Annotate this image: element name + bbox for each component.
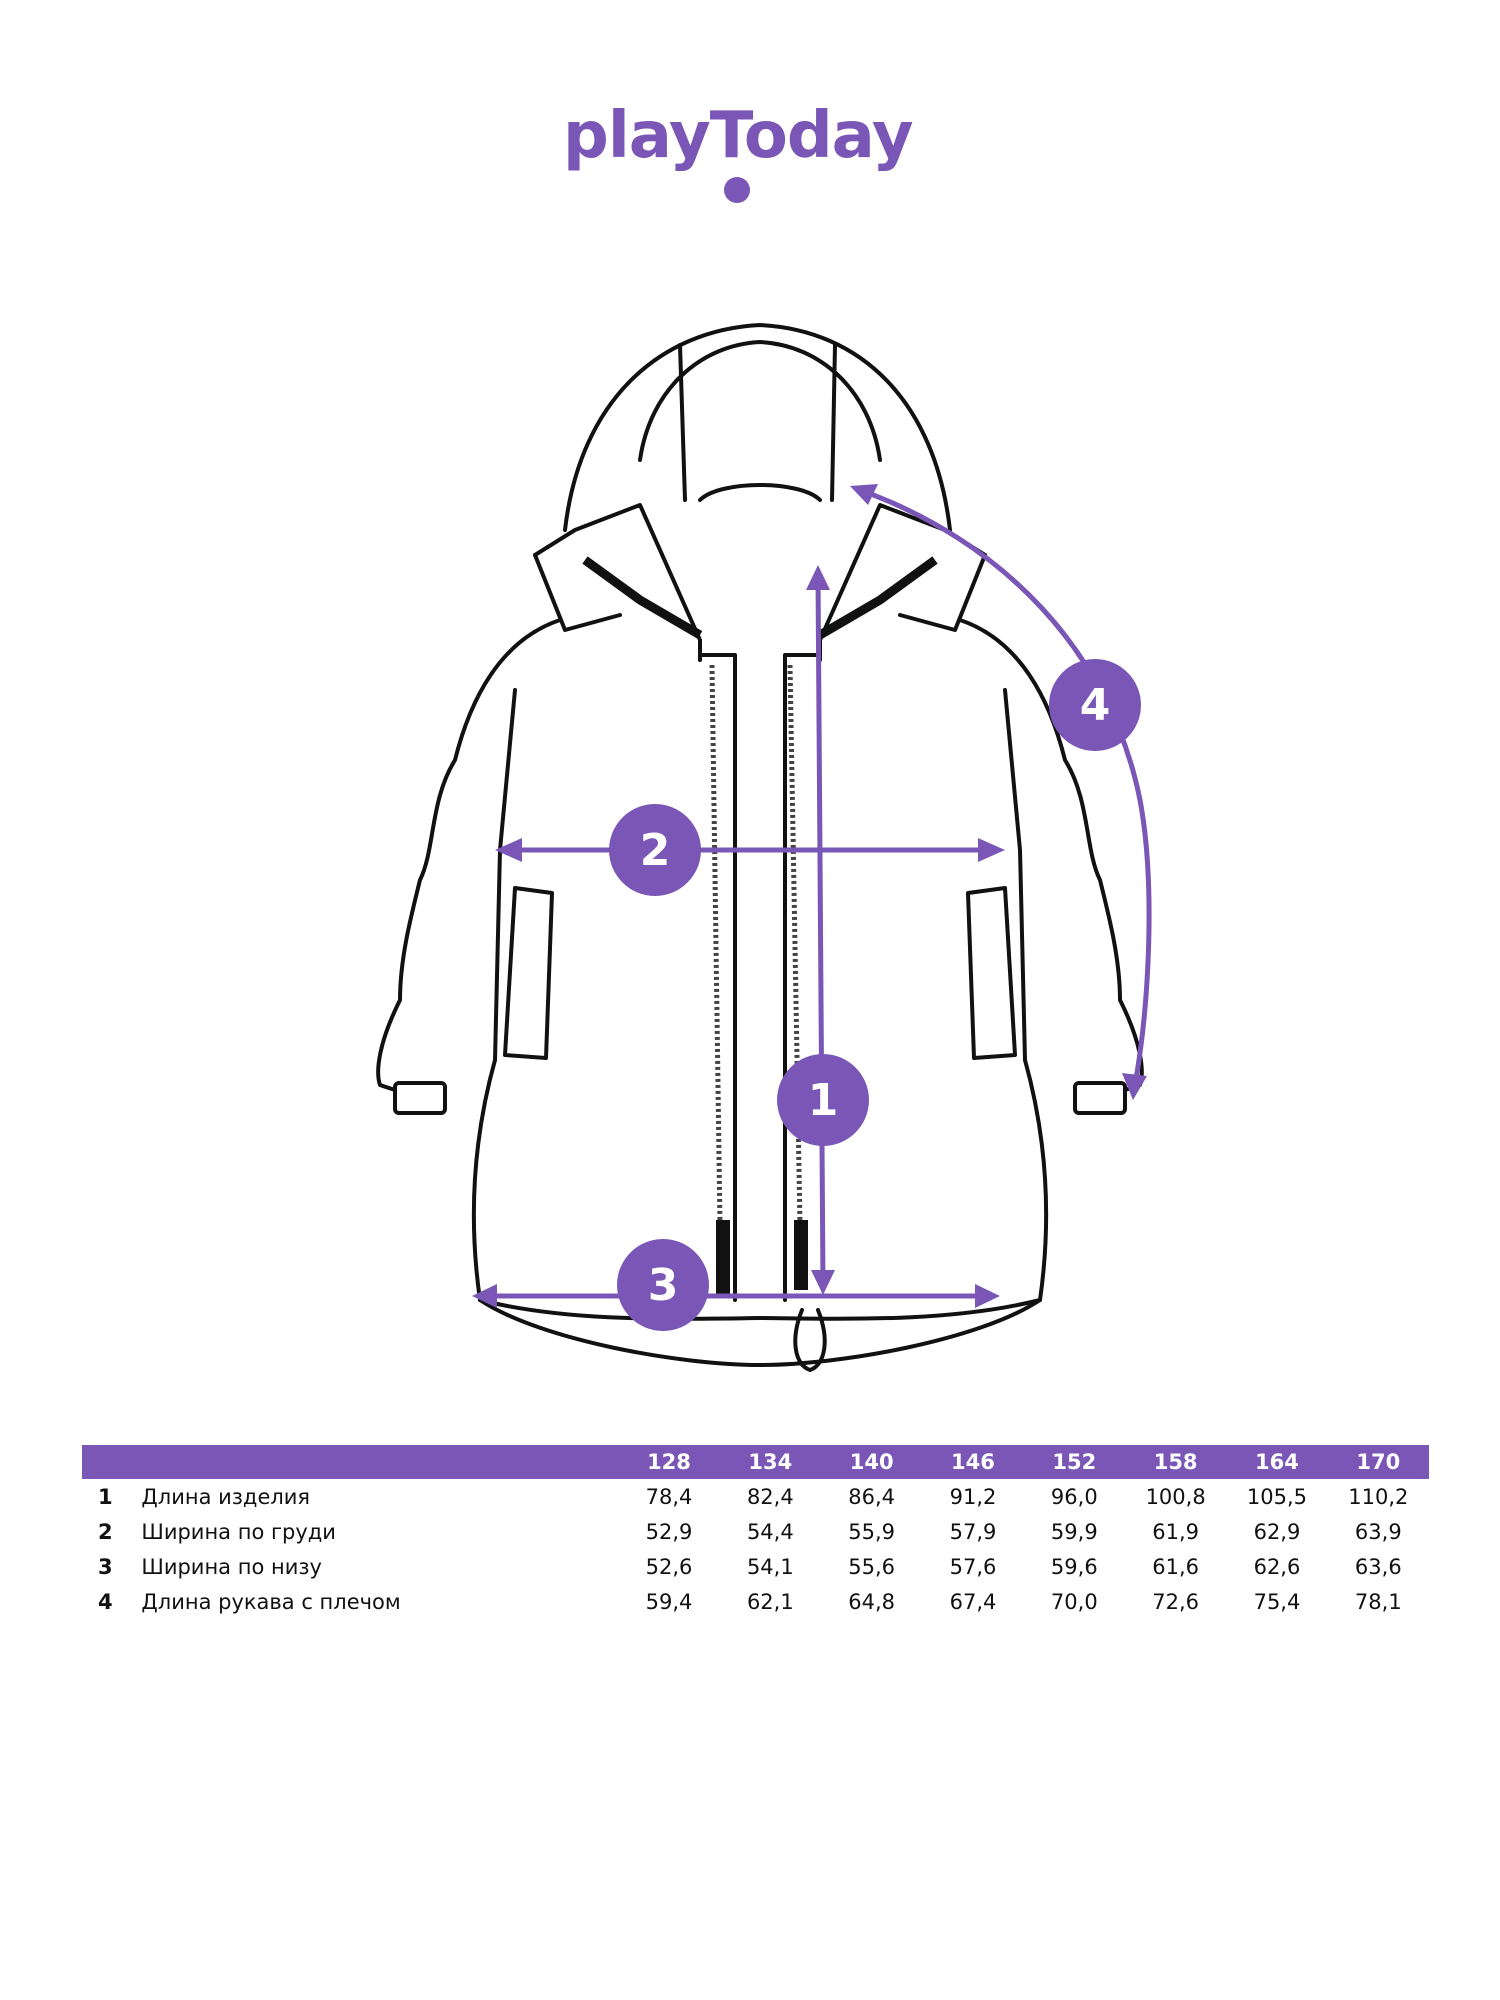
cell-value: 91,2 [949, 1484, 997, 1509]
garment-diagram: 1 2 3 4 [376, 323, 1152, 1372]
cell-value: 62,6 [1253, 1554, 1301, 1579]
collar-trim [582, 556, 938, 639]
size-header: 152 [1023, 1445, 1125, 1479]
row-number: 1 [98, 1484, 113, 1509]
size-header: 134 [719, 1445, 821, 1479]
arrow-heads [472, 484, 1147, 1308]
size-header: 170 [1327, 1445, 1429, 1479]
cell-value: 54,1 [746, 1554, 794, 1579]
cell-value: 82,4 [746, 1484, 794, 1509]
marker-2: 2 [609, 804, 701, 896]
cell-value: 61,6 [1152, 1554, 1200, 1579]
cell-value: 55,6 [848, 1554, 896, 1579]
cell-value: 70,0 [1050, 1589, 1098, 1614]
row-number: 2 [98, 1519, 113, 1544]
cell-value: 100,8 [1145, 1484, 1206, 1509]
measurement-lines [482, 487, 1152, 1299]
cell-value: 57,6 [949, 1554, 997, 1579]
cell-value: 67,4 [949, 1589, 997, 1614]
marker-3: 3 [617, 1239, 709, 1331]
header-spacer [82, 1445, 142, 1479]
cell-value: 105,5 [1246, 1484, 1308, 1509]
row-label: Длина рукава с плечом [141, 1589, 401, 1614]
svg-text:3: 3 [648, 1260, 679, 1311]
table-row: 4 Длина рукава с плечом 59,4 62,1 64,8 6… [82, 1584, 1429, 1619]
cell-value: 96,0 [1050, 1484, 1098, 1509]
cell-value: 52,9 [645, 1519, 693, 1544]
row-number: 4 [98, 1589, 113, 1614]
marker-4: 4 [1049, 659, 1141, 751]
logo-dot [724, 177, 750, 203]
size-header: 128 [618, 1445, 720, 1479]
row-label: Ширина по низу [141, 1554, 322, 1579]
size-table: 128 134 140 146 152 158 164 170 1 Длина … [82, 1445, 1429, 1619]
cell-value: 86,4 [848, 1484, 896, 1509]
svg-text:1: 1 [808, 1075, 839, 1126]
table-row: 2 Ширина по груди 52,9 54,4 55,9 57,9 59… [82, 1514, 1429, 1549]
zipper-ends [716, 1220, 808, 1295]
cell-value: 78,1 [1354, 1589, 1402, 1614]
cell-value: 52,6 [645, 1554, 693, 1579]
cell-value: 61,9 [1152, 1519, 1200, 1544]
cell-value: 59,9 [1050, 1519, 1098, 1544]
size-header-row: 128 134 140 146 152 158 164 170 [82, 1445, 1429, 1479]
cell-value: 57,9 [949, 1519, 997, 1544]
table-row: 3 Ширина по низу 52,6 54,1 55,6 57,6 59,… [82, 1549, 1429, 1584]
cell-value: 62,9 [1253, 1519, 1301, 1544]
cell-value: 62,1 [746, 1589, 794, 1614]
cell-value: 75,4 [1253, 1589, 1301, 1614]
cell-value: 72,6 [1152, 1589, 1200, 1614]
cell-value: 110,2 [1348, 1484, 1409, 1509]
svg-text:4: 4 [1080, 680, 1111, 731]
row-number: 3 [98, 1554, 113, 1579]
sleeve-arrow-line [859, 487, 1152, 1086]
header-spacer [141, 1445, 619, 1479]
row-label: Ширина по груди [141, 1519, 336, 1544]
size-header: 140 [820, 1445, 923, 1479]
size-header: 158 [1124, 1445, 1227, 1479]
cell-value: 59,6 [1050, 1554, 1098, 1579]
size-header: 164 [1226, 1445, 1328, 1479]
cell-value: 64,8 [848, 1589, 896, 1614]
cell-value: 63,9 [1354, 1519, 1402, 1544]
cell-value: 78,4 [645, 1484, 693, 1509]
size-header: 146 [922, 1445, 1024, 1479]
cell-value: 59,4 [645, 1589, 693, 1614]
svg-text:2: 2 [640, 825, 671, 876]
brand-logo-text: playToday [563, 99, 913, 173]
row-label: Длина изделия [141, 1484, 311, 1509]
marker-1: 1 [777, 1054, 869, 1146]
table-row: 1 Длина изделия 78,4 82,4 86,4 91,2 96,0… [82, 1479, 1429, 1514]
length-arrow-line [815, 574, 826, 1286]
cell-value: 54,4 [746, 1519, 794, 1544]
cell-value: 63,6 [1354, 1554, 1402, 1579]
cell-value: 55,9 [848, 1519, 896, 1544]
brand-logo: playToday [563, 99, 914, 203]
